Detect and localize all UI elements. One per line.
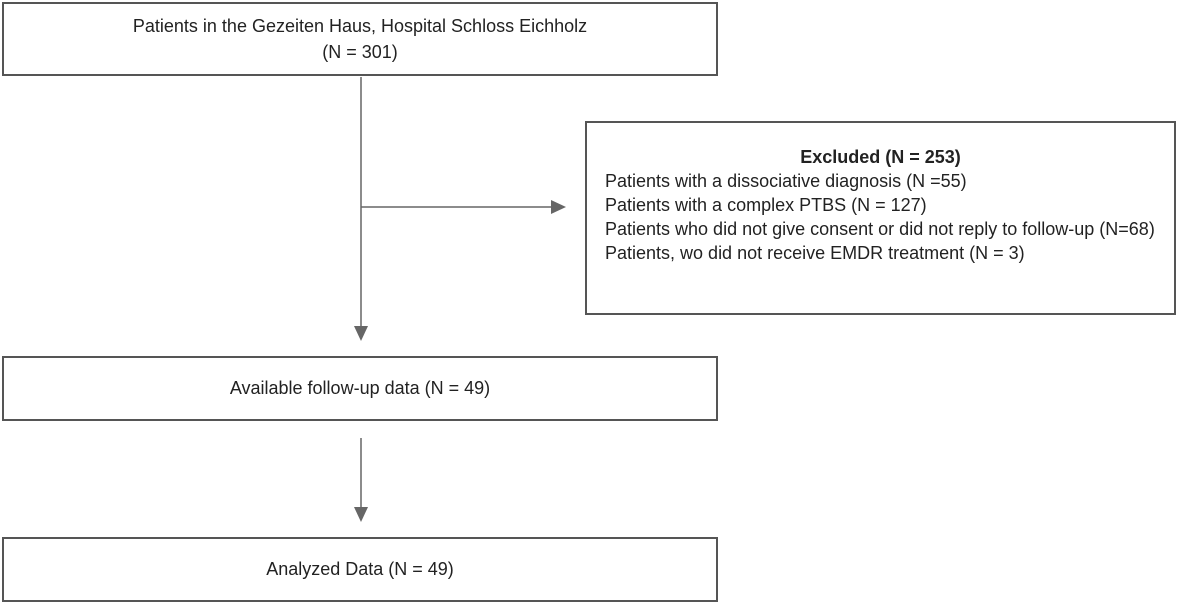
excluded-item-no-consent: Patients who did not give consent or did…	[605, 219, 1155, 239]
excluded-title: Excluded (N = 253)	[800, 147, 961, 167]
box-excluded: Excluded (N = 253) Patients with a disso…	[585, 121, 1176, 315]
analyzed-data-label: Analyzed Data (N = 49)	[266, 559, 454, 579]
arrowhead-to-excluded	[551, 200, 566, 214]
excluded-item-complex-ptbs: Patients with a complex PTBS (N = 127)	[605, 195, 927, 215]
arrowhead-to-analyzed	[354, 507, 368, 522]
available-follow-up-label: Available follow-up data (N = 49)	[229, 378, 491, 398]
excluded-item-no-emdr: Patients, wo did not receive EMDR treatm…	[605, 243, 1025, 263]
all-patients-count: (N = 301)	[322, 42, 398, 62]
arrowhead-to-available	[354, 326, 368, 341]
all-patients-label: Patients in the Gezeiten Haus, Hospital …	[132, 16, 588, 36]
box-analyzed-data: Analyzed Data (N = 49)	[2, 537, 718, 602]
box-available-follow-up: Available follow-up data (N = 49)	[2, 356, 718, 421]
box-all-patients: Patients in the Gezeiten Haus, Hospital …	[2, 2, 718, 76]
excluded-item-dissociative: Patients with a dissociative diagnosis (…	[605, 171, 967, 191]
